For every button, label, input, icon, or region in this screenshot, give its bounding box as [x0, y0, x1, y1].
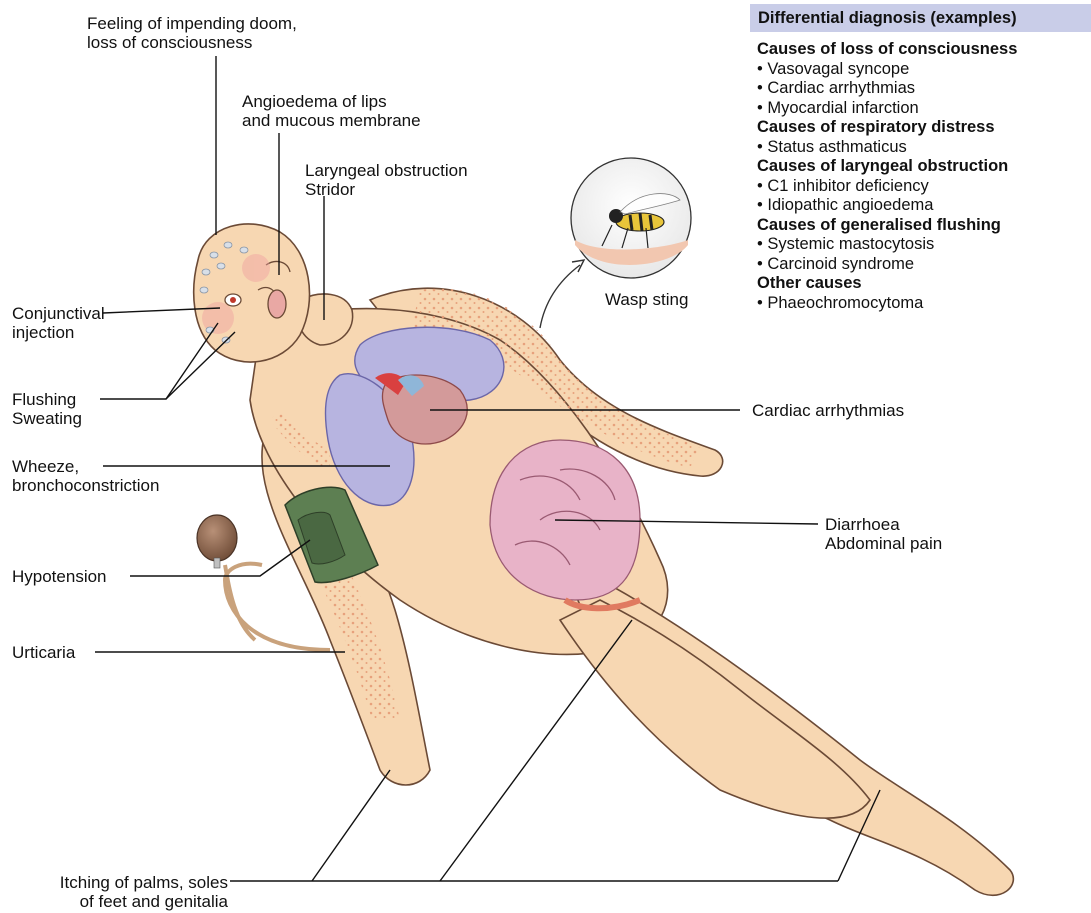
dd-item: Phaeochromocytoma [757, 294, 1091, 314]
differential-diagnosis-title: Differential diagnosis (examples) [750, 4, 1091, 32]
dd-group-title: Causes of generalised flushing [757, 216, 1091, 236]
label-urticaria: Urticaria [12, 643, 75, 662]
dd-item: Idiopathic angioedema [757, 196, 1091, 216]
differential-diagnosis-list: Causes of loss of consciousness Vasovaga… [750, 32, 1091, 313]
wasp-arrow [540, 265, 580, 328]
dd-item: Cardiac arrhythmias [757, 79, 1091, 99]
label-cardiac-arrhythmias: Cardiac arrhythmias [752, 401, 904, 420]
differential-diagnosis-panel: Differential diagnosis (examples) Causes… [750, 4, 1091, 313]
dd-item: Systemic mastocytosis [757, 235, 1091, 255]
label-wheeze: Wheeze,bronchoconstriction [12, 457, 159, 495]
label-hypotension: Hypotension [12, 567, 107, 586]
dd-group-title: Causes of respiratory distress [757, 118, 1091, 138]
dd-item: Status asthmaticus [757, 138, 1091, 158]
label-impending-doom: Feeling of impending doom,loss of consci… [87, 14, 297, 52]
wasp-inset [571, 158, 691, 278]
dd-group-title: Other causes [757, 274, 1091, 294]
dd-item: Myocardial infarction [757, 99, 1091, 119]
dd-item: Vasovagal syncope [757, 60, 1091, 80]
dd-group-title: Causes of laryngeal obstruction [757, 157, 1091, 177]
label-wasp-sting: Wasp sting [605, 290, 688, 309]
dd-item: Carcinoid syndrome [757, 255, 1091, 275]
dd-item: C1 inhibitor deficiency [757, 177, 1091, 197]
dd-group-title: Causes of loss of consciousness [757, 40, 1091, 60]
